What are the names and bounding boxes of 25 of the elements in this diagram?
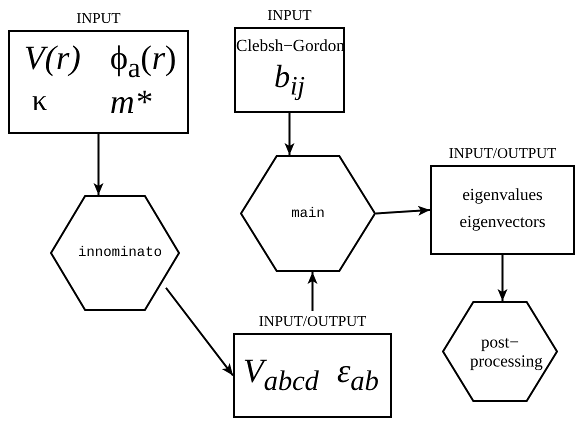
process-name: innominato: [77, 244, 164, 262]
arrow: [498, 255, 508, 301]
arrow: [308, 272, 318, 311]
io-heading: INPUT/OUTPUT: [448, 146, 558, 163]
parameter-label: eigenvalues eigenvectors: [458, 184, 546, 234]
parameter-label: V(r): [24, 40, 81, 78]
parameter-label: Clebsh−Gordon: [236, 37, 343, 56]
io-heading: INPUT: [266, 8, 313, 25]
arrow: [376, 206, 430, 216]
arrow: [165, 287, 234, 376]
process-hexagon: [240, 155, 376, 272]
parameter-label: b$_{ij}$: [273, 59, 306, 101]
process-hexagon: [442, 301, 558, 402]
io-heading: INPUT: [75, 11, 122, 28]
parameter-label: m*: [110, 84, 152, 122]
process-name: main: [290, 205, 326, 222]
arrow: [284, 113, 294, 155]
process-hexagon: [50, 195, 180, 311]
process-label: post− processing: [469, 332, 544, 372]
parameter-label: ε$_{ab}$: [337, 353, 379, 397]
parameter-label: V$_{abcd}$: [243, 353, 319, 397]
parameter-label: κ: [32, 84, 48, 117]
parameter-label: ϕ$_{a}$(r): [110, 40, 176, 84]
io-heading: INPUT/OUTPUT: [258, 314, 368, 331]
arrow: [94, 134, 104, 195]
